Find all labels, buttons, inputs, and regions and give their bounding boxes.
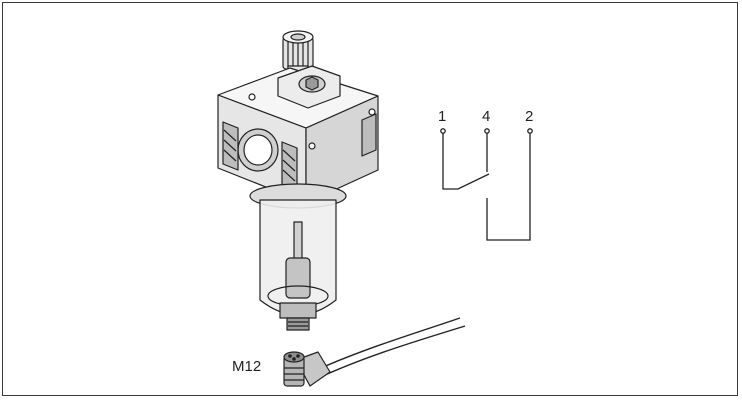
m12-connector — [283, 351, 331, 387]
pin-label-2: 2 — [525, 108, 533, 125]
connector-label: M12 — [232, 358, 261, 375]
filter-bowl — [249, 183, 347, 331]
regulator-body — [217, 65, 379, 204]
pin-label-4: 4 — [482, 108, 490, 125]
sensor-cable — [311, 317, 466, 381]
pin-label-1: 1 — [438, 108, 446, 125]
figure-frame — [2, 2, 738, 396]
switch-schematic — [440, 128, 533, 241]
